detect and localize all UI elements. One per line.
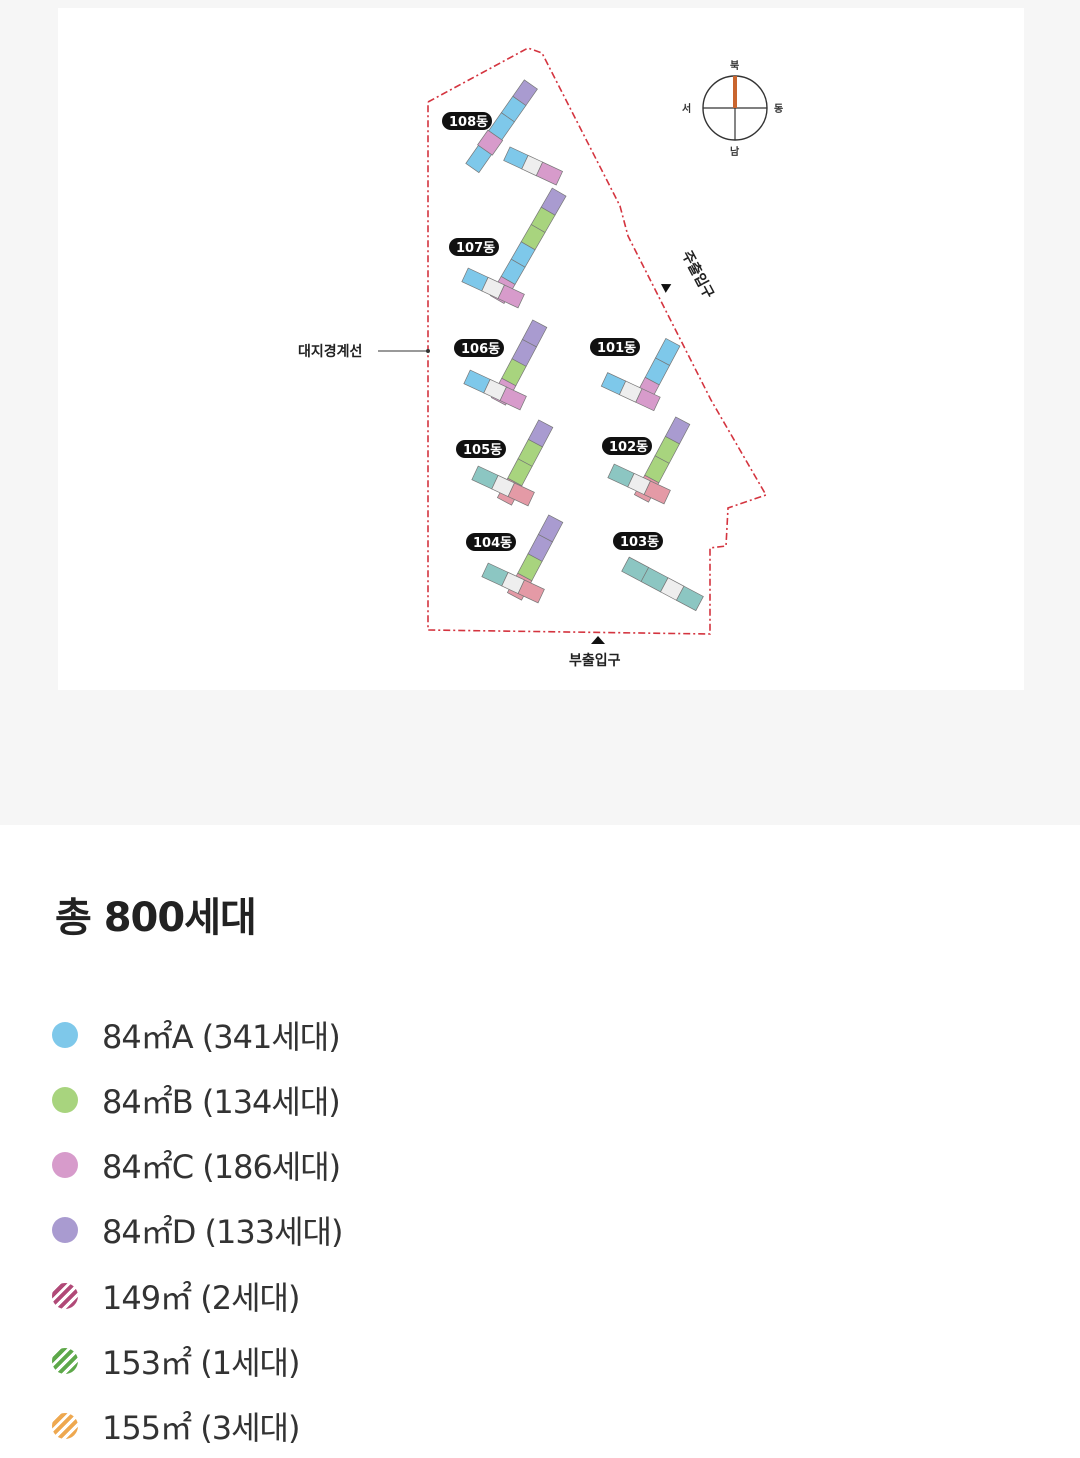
legend-swatch <box>52 1348 78 1374</box>
building-103: 103동 <box>613 532 704 612</box>
legend-label: 155㎡ (3세대) <box>102 1409 300 1447</box>
legend-swatch <box>52 1087 78 1113</box>
svg-text:104동: 104동 <box>473 536 512 551</box>
legend-label: 84㎡A (341세대) <box>102 1018 341 1056</box>
sub-entrance-marker: 부출입구 <box>569 636 621 669</box>
legend-swatch <box>52 1413 78 1439</box>
svg-text:북: 북 <box>730 60 739 72</box>
main-entrance-label: 주출입구 <box>678 248 717 302</box>
building-104: 104동 <box>466 514 564 604</box>
legend-item-84a: 84㎡A (341세대) <box>52 1010 612 1060</box>
legend-item-84c: 84㎡C (186세대) <box>52 1140 612 1190</box>
building-105: 105동 <box>456 419 554 507</box>
legend-item-153: 153㎡ (1세대) <box>52 1336 612 1386</box>
svg-text:서: 서 <box>682 102 691 115</box>
boundary-label: 대지경계선 <box>298 343 362 360</box>
compass-icon: 북 남 서 동 <box>682 60 783 158</box>
site-boundary-line <box>427 47 768 635</box>
svg-text:102동: 102동 <box>609 440 648 455</box>
building-102: 102동 <box>602 416 691 505</box>
svg-text:동: 동 <box>774 103 783 115</box>
legend-item-155: 155㎡ (3세대) <box>52 1401 612 1451</box>
legend-item-84d: 84㎡D (133세대) <box>52 1205 612 1255</box>
legend-label: 84㎡D (133세대) <box>102 1213 343 1251</box>
building-101: 101동 <box>590 337 681 412</box>
legend-item-149: 149㎡ (2세대) <box>52 1271 612 1321</box>
building-107: 107동 <box>449 187 567 309</box>
svg-text:105동: 105동 <box>463 443 502 458</box>
legend-label: 149㎡ (2세대) <box>102 1279 300 1317</box>
svg-text:101동: 101동 <box>597 341 636 356</box>
legend-swatch <box>52 1022 78 1048</box>
svg-text:남: 남 <box>730 145 740 158</box>
svg-text:107동: 107동 <box>456 241 495 256</box>
main-entrance-marker: 주출입구 <box>661 248 717 302</box>
sub-entrance-label: 부출입구 <box>569 652 621 669</box>
total-households-title: 총 800세대 <box>55 895 257 941</box>
legend-label: 84㎡C (186세대) <box>102 1148 341 1186</box>
legend-label: 84㎡B (134세대) <box>102 1083 341 1121</box>
building-106: 106동 <box>454 319 548 411</box>
legend-swatch <box>52 1152 78 1178</box>
site-plan-image: 대지경계선 북 남 서 동 주출입구 부출입구 <box>58 8 1024 690</box>
legend-label: 153㎡ (1세대) <box>102 1344 300 1382</box>
svg-text:108동: 108동 <box>449 115 488 130</box>
building-108: 108동 <box>442 79 564 186</box>
legend-swatch <box>52 1283 78 1309</box>
svg-text:106동: 106동 <box>461 342 500 357</box>
legend-item-84b: 84㎡B (134세대) <box>52 1075 612 1125</box>
legend-swatch <box>52 1217 78 1243</box>
svg-text:103동: 103동 <box>620 535 659 550</box>
